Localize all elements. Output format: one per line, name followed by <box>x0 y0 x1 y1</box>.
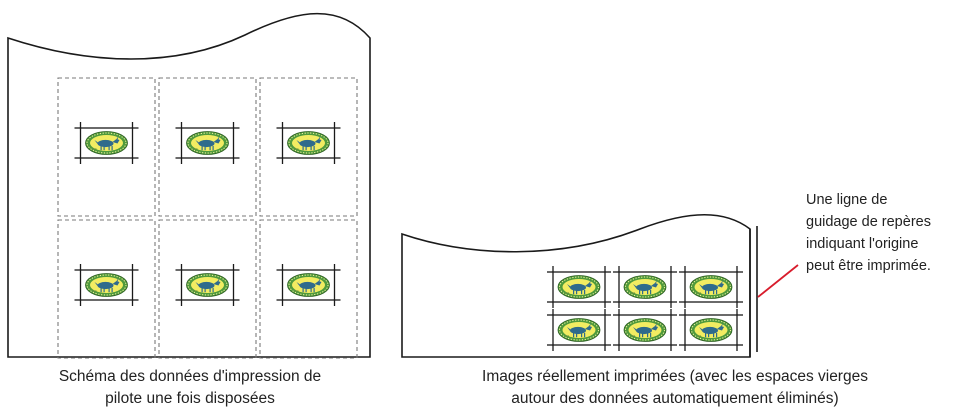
goat-icon <box>699 280 724 295</box>
caption-left-line2: pilote une fois disposées <box>105 390 275 407</box>
caption-right-line1: Images réellement imprimées (avec les es… <box>482 368 868 385</box>
right-labels-group <box>547 266 743 351</box>
label-ring-dots <box>691 276 731 298</box>
label-ring-dots <box>86 132 127 154</box>
left-labels-group <box>74 122 341 306</box>
annotation-line1: Une ligne de <box>806 192 888 208</box>
label-thumbnail <box>276 264 341 306</box>
label-ring-dots <box>187 274 228 296</box>
printed-images-caption: Images réellement imprimées (avec les es… <box>385 366 965 410</box>
label-thumbnail <box>547 309 611 351</box>
label-thumbnail <box>613 309 677 351</box>
goat-icon <box>633 280 658 295</box>
label-thumbnail <box>547 266 611 308</box>
page-frame <box>57 219 156 359</box>
page-frames-group <box>57 77 358 359</box>
goat-icon <box>699 323 724 338</box>
goat-icon <box>94 136 120 151</box>
label-ring-dots <box>625 276 665 298</box>
label-thumbnail <box>679 266 743 308</box>
annotation-line2: guidage de repères <box>806 214 931 230</box>
page-frame <box>158 219 257 359</box>
label-ring-dots <box>288 132 329 154</box>
label-thumbnail <box>276 122 341 164</box>
label-ring-dots <box>559 276 599 298</box>
driver-layout-caption: Schéma des données d'impression de pilot… <box>0 366 380 410</box>
goat-icon <box>567 280 592 295</box>
page-frame <box>158 77 257 217</box>
label-ring-dots <box>187 132 228 154</box>
goat-icon <box>296 136 322 151</box>
label-ring-dots <box>86 274 127 296</box>
goat-icon <box>296 278 322 293</box>
caption-left-line1: Schéma des données d'impression de <box>58 368 322 385</box>
page-frame <box>259 77 358 217</box>
goat-icon <box>195 136 221 151</box>
page-frame <box>57 77 156 217</box>
page-frame <box>259 219 358 359</box>
label-thumbnail <box>613 266 677 308</box>
label-thumbnail <box>74 264 139 306</box>
caption-right-line2: autour des données automatiquement élimi… <box>511 390 839 407</box>
goat-icon <box>567 323 592 338</box>
label-thumbnail <box>175 122 240 164</box>
label-ring-dots <box>559 319 599 341</box>
register-guide-annotation: Une ligne de guidage de repères indiquan… <box>806 189 931 277</box>
label-thumbnail <box>679 309 743 351</box>
driver-layout-sheet <box>7 12 371 358</box>
goat-icon <box>94 278 120 293</box>
label-ring-dots <box>691 319 731 341</box>
label-ring-dots <box>288 274 329 296</box>
annotation-line4: peut être imprimée. <box>806 258 931 274</box>
label-ring-dots <box>625 319 665 341</box>
goat-icon <box>633 323 658 338</box>
label-thumbnail <box>175 264 240 306</box>
goat-icon <box>195 278 221 293</box>
annotation-pointer-line <box>757 264 799 298</box>
label-thumbnail <box>74 122 139 164</box>
annotation-line3: indiquant l'origine <box>806 236 919 252</box>
